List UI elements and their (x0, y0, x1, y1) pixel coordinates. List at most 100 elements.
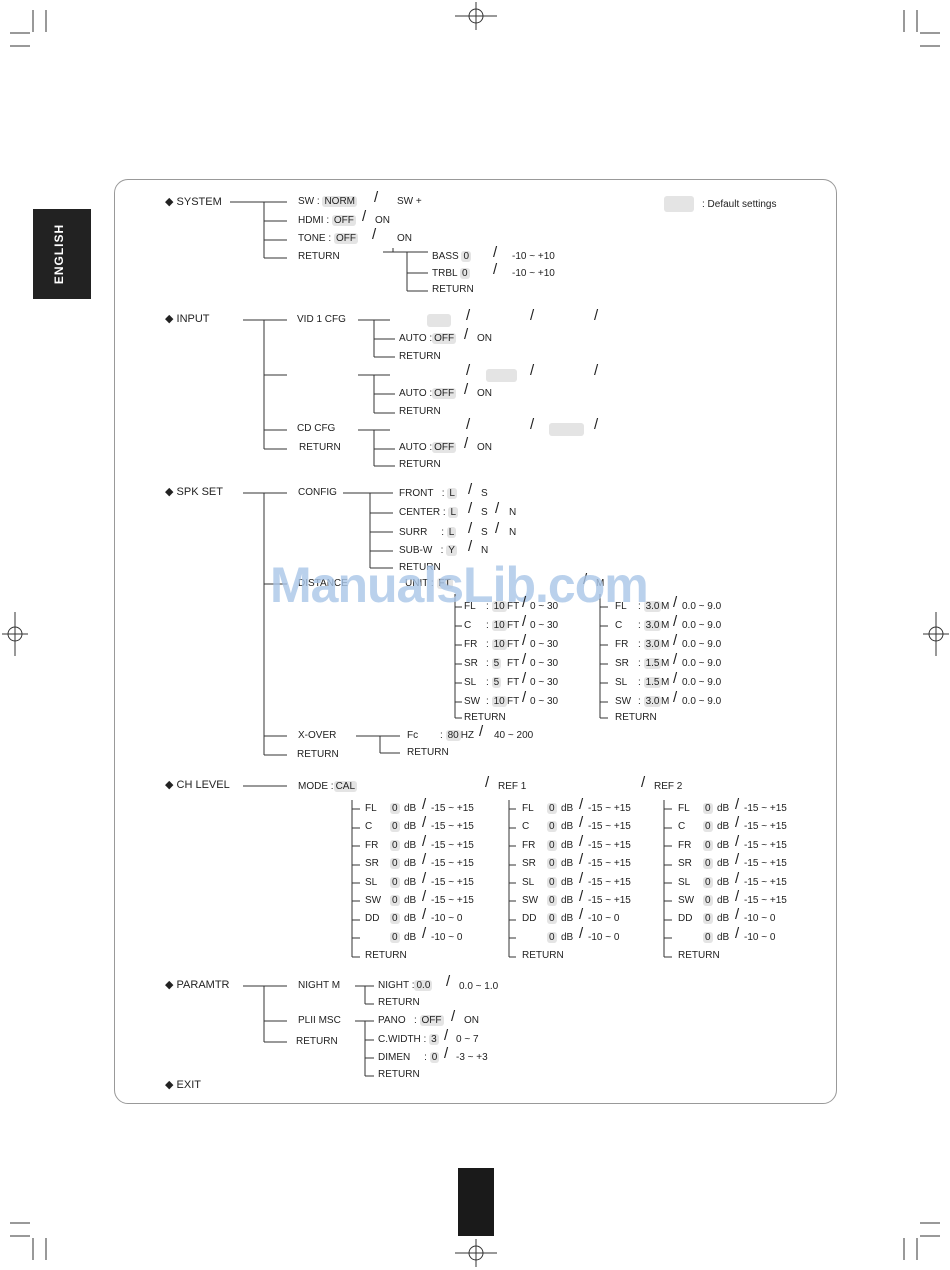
separator: / (579, 814, 584, 831)
front-option: FRONT : L (399, 488, 457, 499)
watermark: ManualsLib.com (270, 557, 649, 613)
ch-level-value: 0 (703, 821, 713, 832)
trbl-range: -10 ~ +10 (512, 268, 555, 279)
ch-level-range: -15 ~ +15 (588, 895, 631, 906)
ch-level-value: 0 (703, 913, 713, 924)
front-alt: S (481, 488, 488, 499)
ch-level-value: 0 (703, 932, 713, 943)
ch-level-unit: dB (404, 913, 417, 924)
ch-level-range: -15 ~ +15 (744, 803, 787, 814)
ch-level-value: 0 (547, 821, 557, 832)
distance-ft-value: : 5 (486, 658, 502, 669)
distance-m-unit: M (661, 677, 670, 688)
distance-m-range: 0.0 ~ 9.0 (682, 601, 722, 612)
separator: / (464, 435, 469, 452)
ch-level-range: -10 ~ 0 (744, 913, 776, 924)
ch-level-unit: dB (404, 877, 417, 888)
separator: / (579, 870, 584, 887)
distance-ft-unit: FT (507, 601, 520, 612)
bass-option: BASS 0 (432, 251, 472, 262)
section-input: ◆ INPUT (165, 313, 210, 325)
unit-alt: M (596, 578, 605, 589)
ch-channel-label: SW (365, 895, 382, 906)
distance-ft-unit: FT (507, 639, 520, 650)
cd-cfg: CD CFG (297, 423, 336, 434)
ch-level-value: 0 (390, 895, 400, 906)
separator: / (641, 774, 646, 791)
ch-level-range: -10 ~ 0 (744, 932, 776, 943)
distance-ft-unit: FT (507, 677, 520, 688)
section-paramtr: ◆ PARAMTR (165, 979, 230, 991)
distance-m-channel: SR (615, 658, 629, 669)
ch-level-range: -15 ~ +15 (431, 877, 474, 888)
subw-alt: N (481, 545, 489, 556)
ch-channel-label: FL (365, 803, 377, 814)
distance-m-channel: SL (615, 677, 628, 688)
english-side-tab: ENGLISH (33, 209, 91, 299)
config-return: RETURN (399, 562, 441, 573)
separator: / (530, 307, 535, 324)
distance-ft-value: : 10 (486, 620, 507, 631)
ch-level-value: 0 (547, 932, 557, 943)
separator: / (735, 851, 740, 868)
ch-channel-label: FR (678, 840, 692, 851)
input-return: RETURN (299, 442, 341, 453)
separator: / (522, 689, 527, 706)
separator: / (530, 416, 535, 433)
ch-level-value: 0 (390, 858, 400, 869)
distance-m-value: : 3.0 (638, 696, 662, 707)
ch-channel-label: SW (522, 895, 539, 906)
separator: / (374, 189, 379, 206)
ch-channel-label: SL (365, 877, 378, 888)
night-option: NIGHT :0.0 (378, 980, 433, 991)
ch-channel-label: C (678, 821, 686, 832)
separator: / (579, 906, 584, 923)
ch-level-value: 0 (547, 858, 557, 869)
ch-channel-label: SR (522, 858, 536, 869)
ch-channel-label: FR (365, 840, 379, 851)
ref2-option: REF 2 (654, 781, 683, 792)
separator: / (422, 870, 427, 887)
separator: / (362, 208, 367, 225)
separator: / (493, 244, 498, 261)
ch-level-range: -15 ~ +15 (431, 895, 474, 906)
ch-level-range: -15 ~ +15 (431, 821, 474, 832)
auto-option: AUTO :OFF (399, 442, 457, 453)
distance: DISTANCE (298, 578, 348, 589)
separator: / (522, 670, 527, 687)
ch-level-unit: dB (717, 932, 730, 943)
separator: / (464, 381, 469, 398)
section-spk-set: ◆ SPK SET (165, 486, 223, 498)
separator: / (485, 774, 490, 791)
separator: / (451, 1008, 456, 1025)
distance-ft-channel: SL (464, 677, 477, 688)
ch-level-range: -15 ~ +15 (588, 803, 631, 814)
pl2-return: RETURN (378, 1069, 420, 1080)
auto-alt: ON (477, 388, 492, 399)
distance-m-range: 0.0 ~ 9.0 (682, 696, 722, 707)
distance-m-unit: M (661, 696, 670, 707)
distance-m-channel: SW (615, 696, 632, 707)
unit-option: UNIT : FT (405, 578, 453, 589)
ch-level-unit: dB (717, 840, 730, 851)
ch-level-range: -10 ~ 0 (588, 932, 620, 943)
ch-channel-label: SL (678, 877, 691, 888)
ch-level-range: -15 ~ +15 (744, 895, 787, 906)
section-system: ◆ SYSTEM (165, 196, 222, 208)
distance-m-range: 0.0 ~ 9.0 (682, 620, 722, 631)
mode-option: MODE :CAL (298, 781, 358, 792)
ch-level-value: 0 (390, 877, 400, 888)
separator: / (466, 416, 471, 433)
ch-level-unit: dB (404, 932, 417, 943)
night-range: 0.0 ~ 1.0 (459, 981, 499, 992)
ch-level-value: 0 (390, 821, 400, 832)
fc-label: Fc (407, 730, 419, 741)
ch-level-unit: dB (404, 840, 417, 851)
subw-option: SUB-W : Y (399, 545, 457, 556)
separator: / (735, 925, 740, 942)
ch-level-value: 0 (547, 877, 557, 888)
separator: / (583, 571, 588, 588)
hdmi-option: HDMI : OFF (298, 215, 356, 226)
ch-channel-label: FL (522, 803, 534, 814)
